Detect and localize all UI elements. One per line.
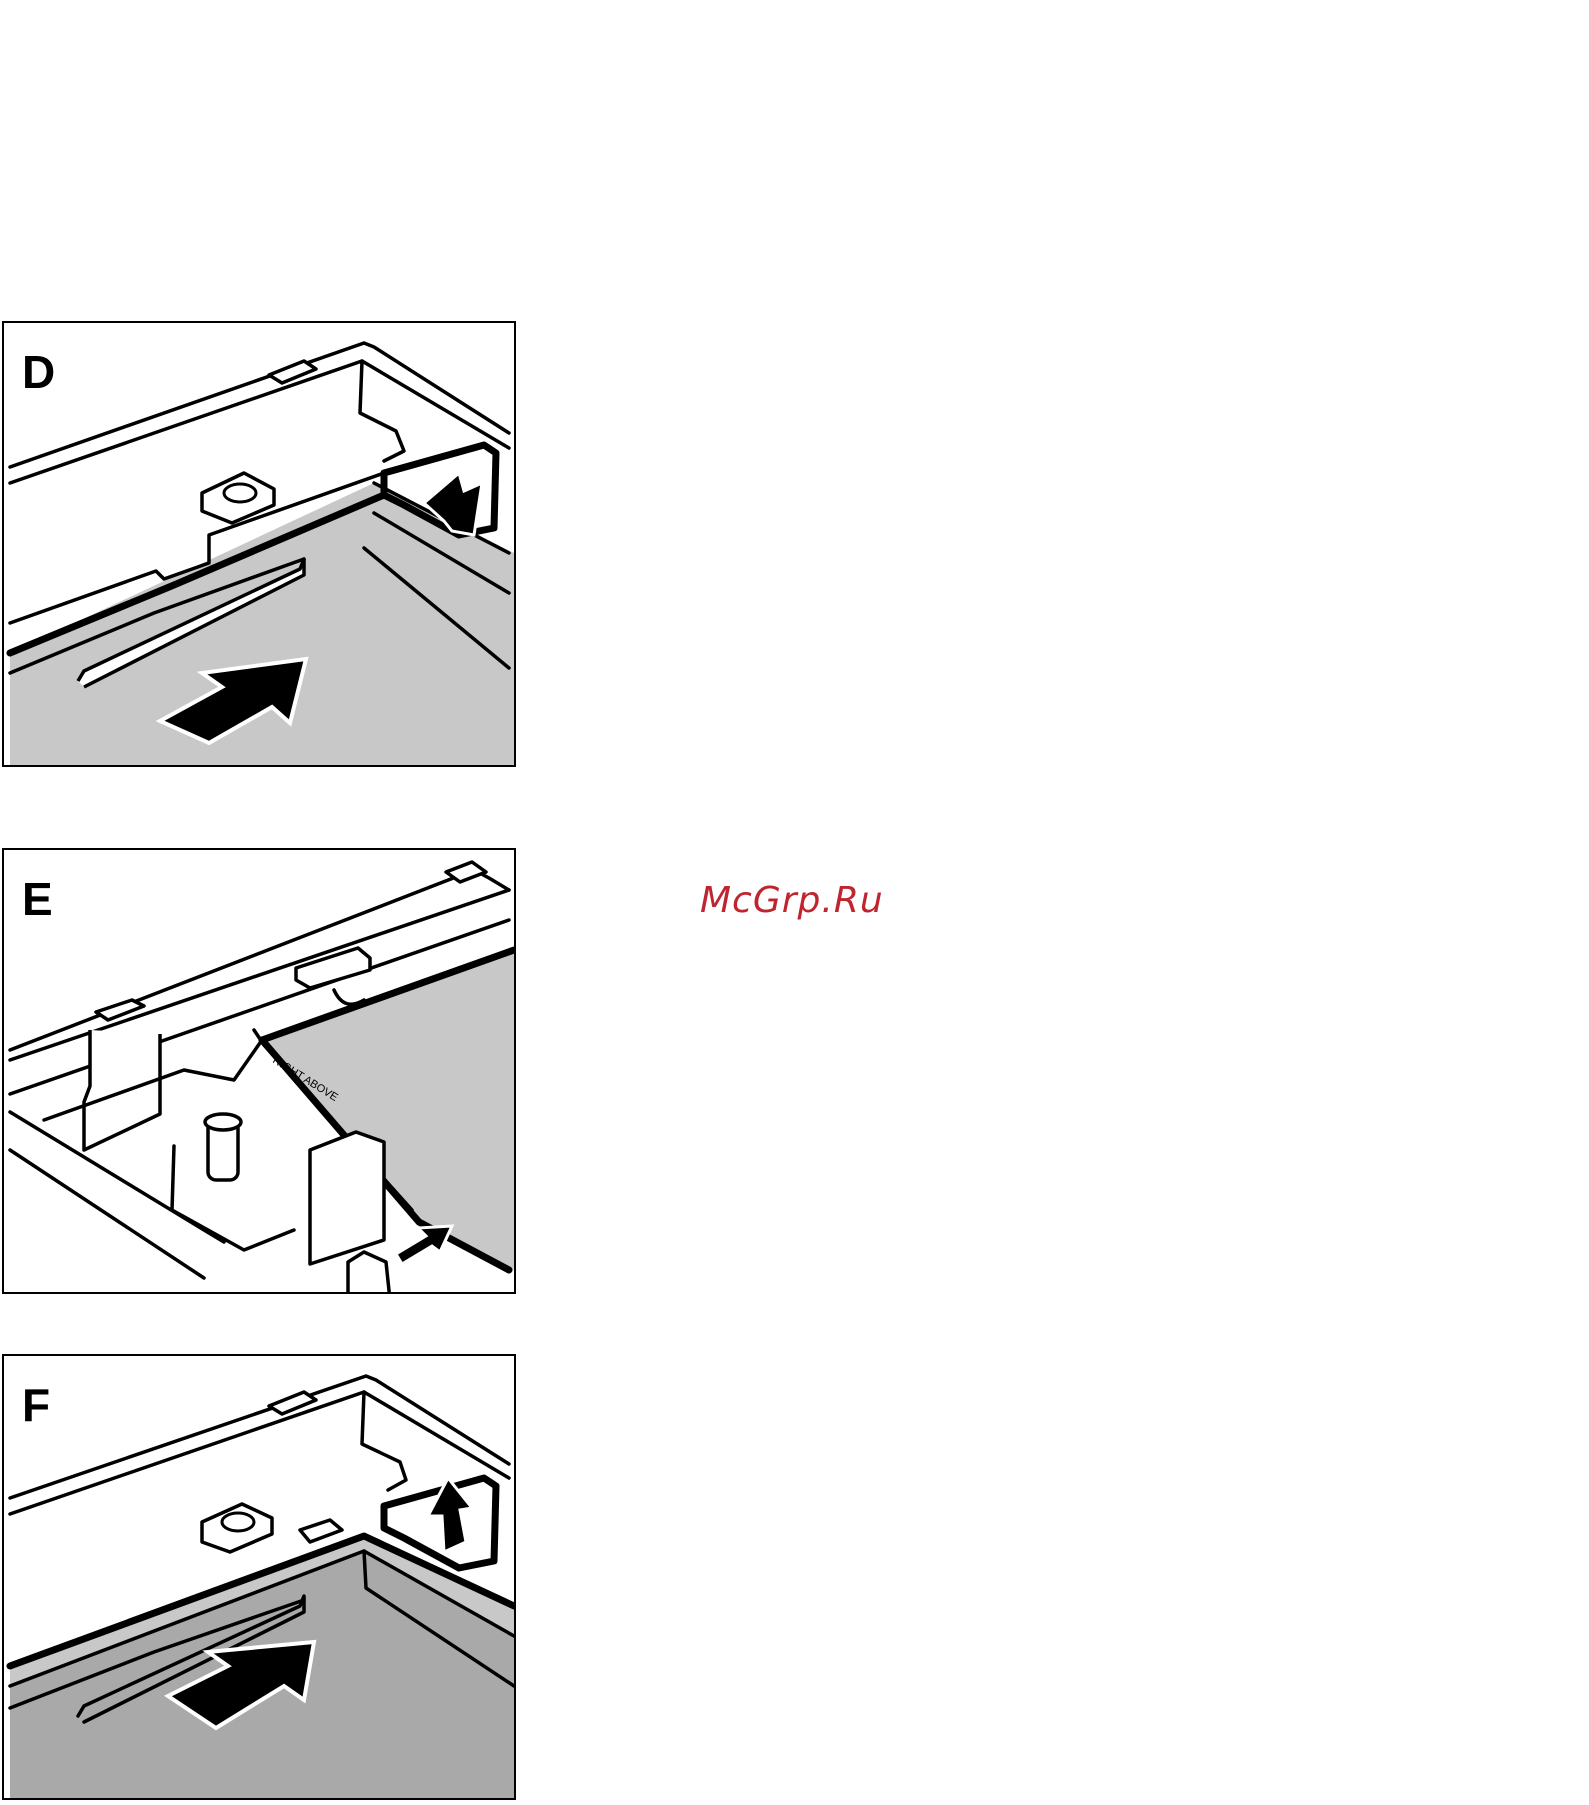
illustration-panel-f: F xyxy=(2,1354,516,1800)
illustration-panel-d: D xyxy=(2,321,516,767)
step-letter: F xyxy=(22,1382,50,1428)
frame-top-rail xyxy=(10,1376,509,1498)
watermark-text: McGrp.Ru xyxy=(700,880,884,921)
step-letter: D xyxy=(22,349,55,395)
panel-f-drawing xyxy=(4,1356,516,1800)
right-bracket xyxy=(310,1132,384,1264)
panel-e-drawing: RIGHT ABOVE xyxy=(4,850,516,1294)
illustration-panel-e: RIGHT ABOVE E xyxy=(2,848,516,1294)
panel-d-drawing xyxy=(4,323,516,767)
arrow-icon xyxy=(396,1226,452,1264)
left-bracket xyxy=(84,1030,160,1150)
top-clip xyxy=(296,948,370,988)
retaining-clip xyxy=(348,1252,390,1294)
step-letter: E xyxy=(22,876,53,922)
